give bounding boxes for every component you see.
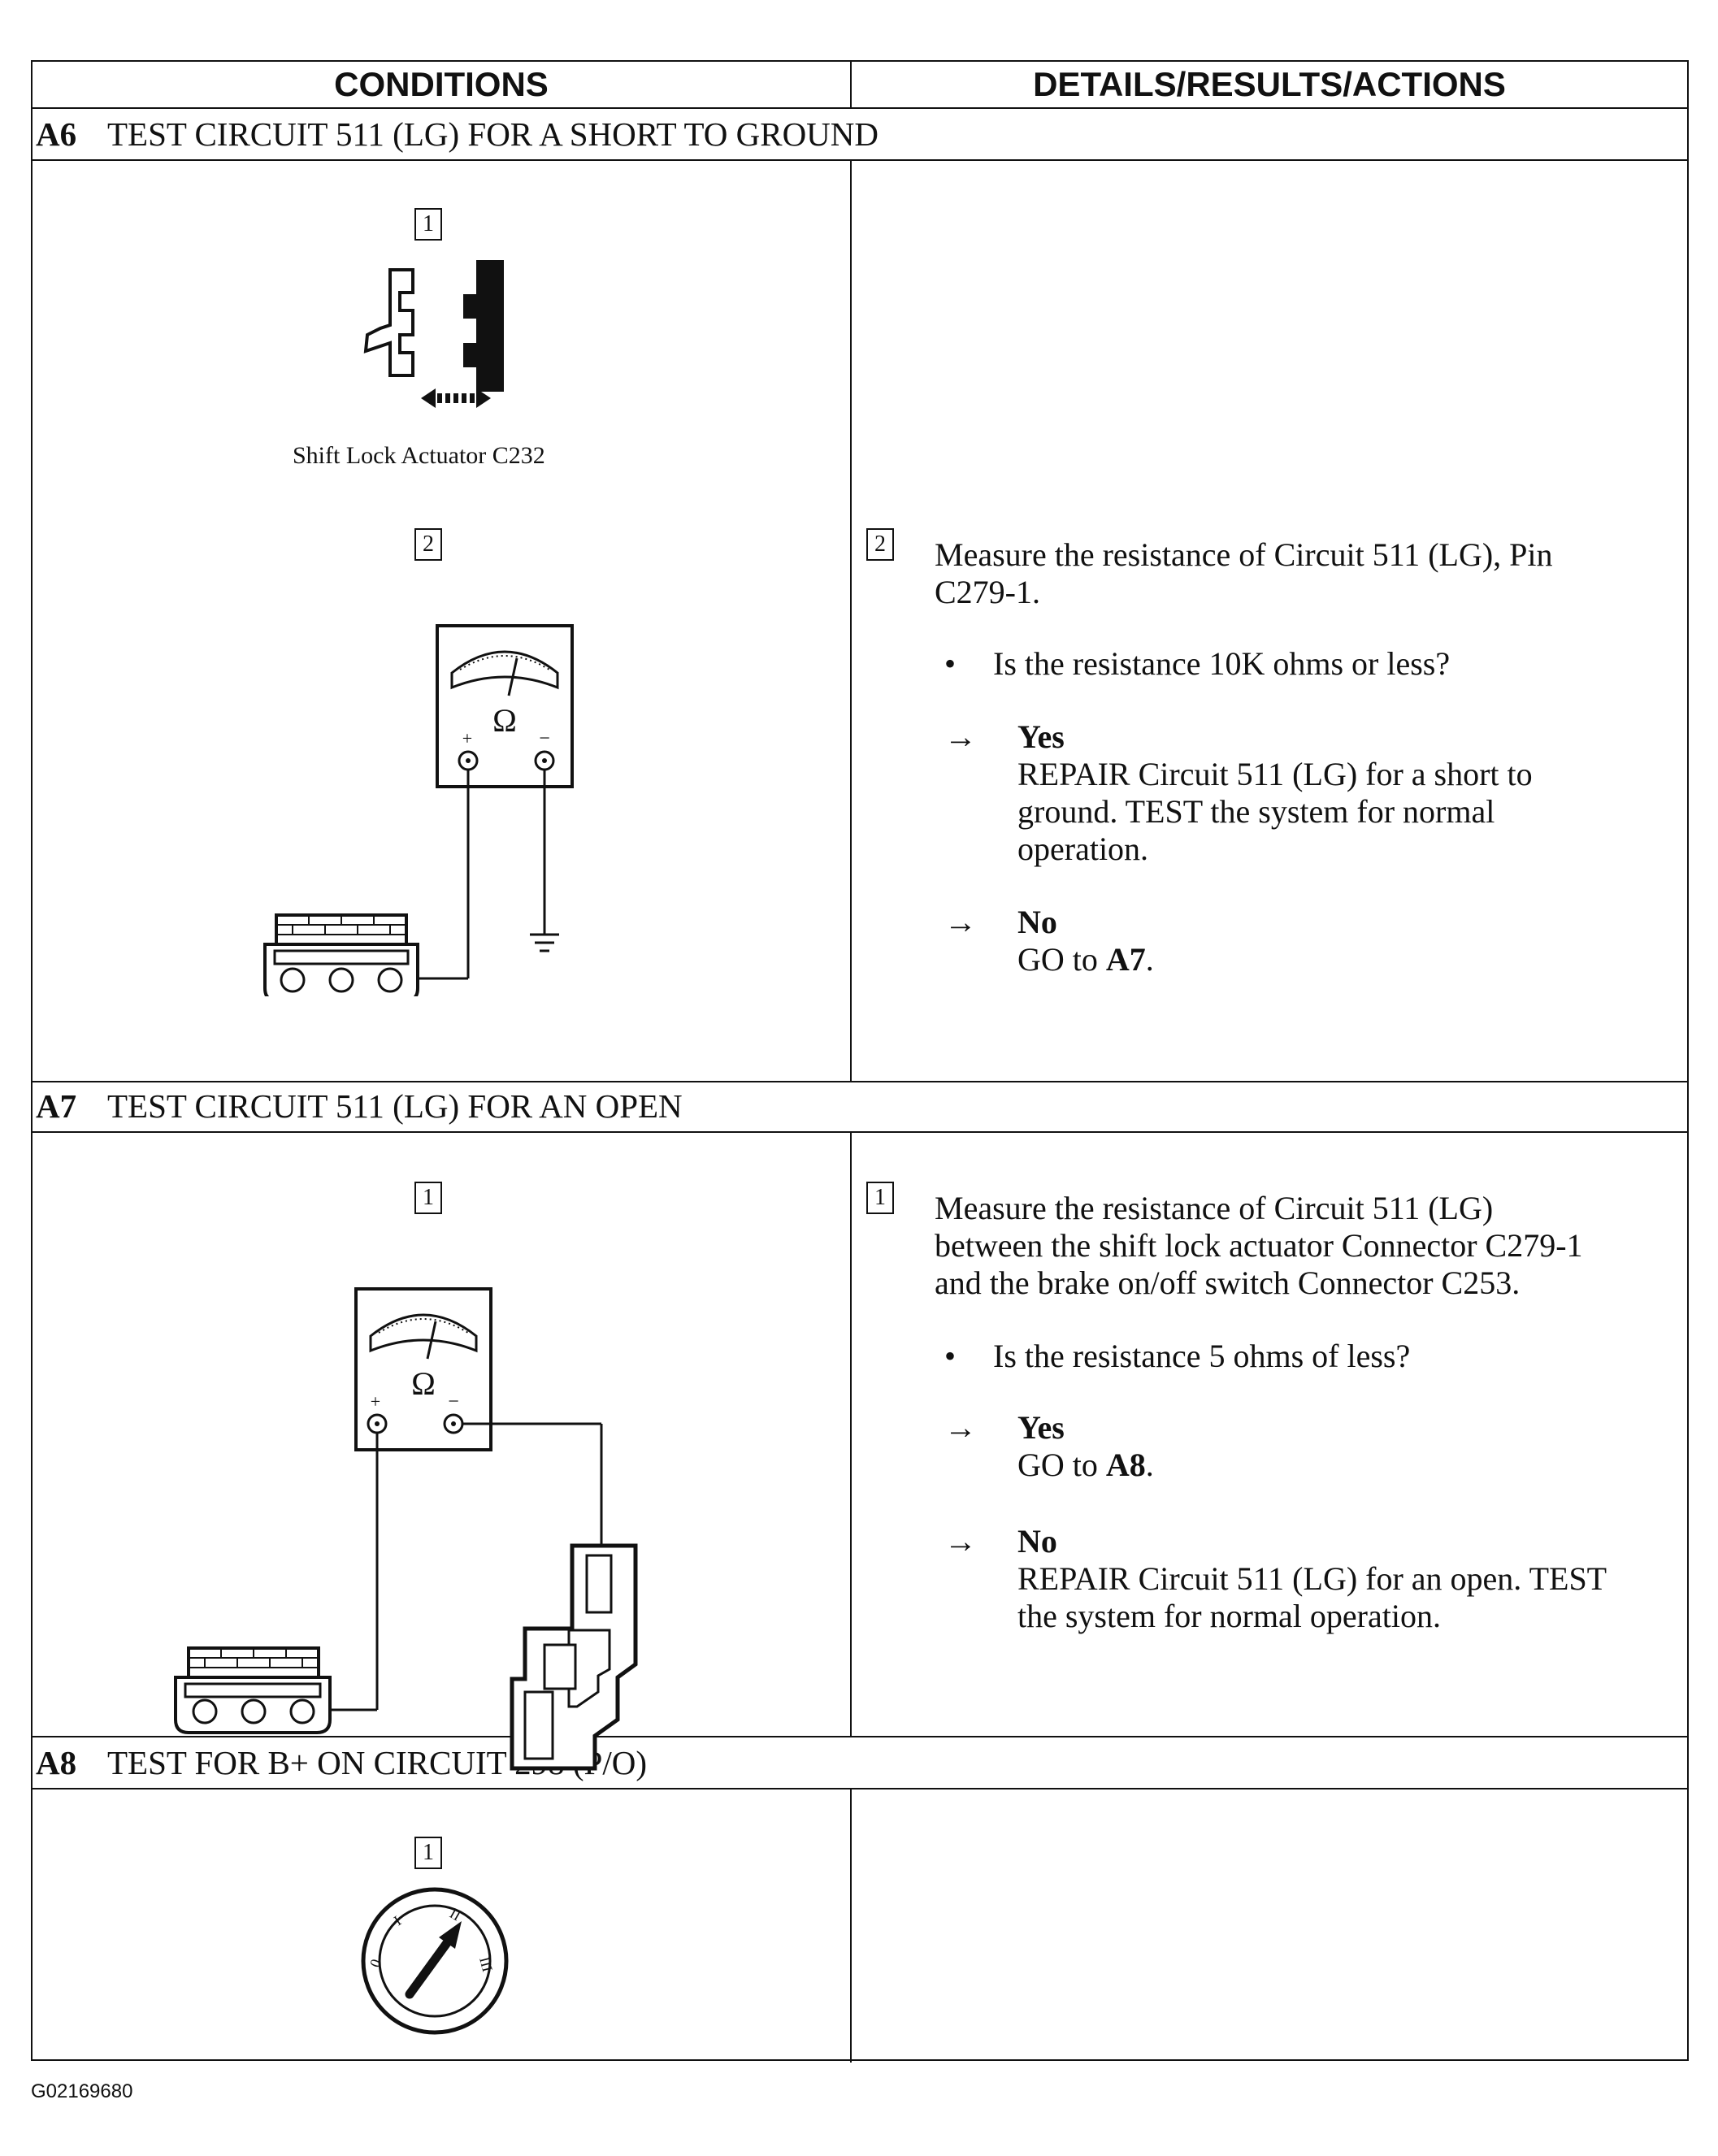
instruction-text: Measure the resistance of Circuit 511 (L… (935, 1190, 1583, 1301)
arrow-icon: → (944, 1409, 977, 1446)
minus-label: − (539, 728, 550, 749)
divider (33, 1788, 1687, 1789)
arrow-icon: → (944, 718, 977, 755)
ignition-switch-icon: 0 I II III (361, 1887, 509, 2035)
brake-switch-connector-icon (510, 1543, 638, 1771)
ohmmeter-icon: Ω + − (436, 624, 574, 788)
plus-label: + (462, 728, 472, 748)
minus-label: − (448, 1391, 459, 1412)
column-header-conditions: CONDITIONS (334, 65, 549, 103)
figure-id: G02169680 (31, 2080, 133, 2102)
ohmmeter-test-diagram: Ω + − (263, 624, 574, 996)
section-title: TEST CIRCUIT 511 (LG) FOR AN OPEN (107, 1087, 683, 1125)
no-result: No GO to A7. (1017, 904, 1154, 978)
question-text: Is the resistance 10K ohms or less? (993, 645, 1451, 682)
section-id: A8 (36, 1744, 77, 1781)
ohm-symbol: Ω (411, 1365, 436, 1402)
arrow-icon: → (944, 1523, 977, 1560)
no-result: No REPAIR Circuit 511 (LG) for an open. … (1017, 1523, 1607, 1634)
goto-link[interactable]: A7 (1105, 941, 1146, 978)
divider (33, 1131, 1687, 1133)
column-divider (850, 159, 852, 1082)
column-divider (850, 1131, 852, 1737)
divider (33, 1736, 1687, 1737)
ground-symbol-icon (530, 933, 559, 952)
plus-label: + (371, 1391, 380, 1412)
step-number: 2 (866, 528, 894, 561)
step-number: 1 (414, 1182, 442, 1214)
connector-icon (174, 1646, 332, 1734)
instruction-text: Measure the resistance of Circuit 511 (L… (935, 536, 1553, 610)
yes-result: Yes GO to A8. (1017, 1409, 1154, 1483)
diagnostic-table: CONDITIONS DETAILS/RESULTS/ACTIONS A6 TE… (31, 60, 1689, 2063)
connector-icon (263, 913, 419, 996)
section-header-a6: A6 TEST CIRCUIT 511 (LG) FOR A SHORT TO … (33, 109, 1687, 159)
ohm-symbol: Ω (492, 702, 517, 739)
divider (33, 107, 1687, 109)
divider (33, 1081, 1687, 1082)
shift-lock-connector-icon (363, 260, 504, 408)
step-number: 1 (866, 1182, 894, 1214)
question-text: Is the resistance 5 ohms of less? (993, 1338, 1411, 1374)
bullet-icon: • (944, 645, 957, 682)
column-divider (850, 1788, 852, 2063)
ohmmeter-open-test-diagram: Ω + − (174, 1287, 638, 1771)
ignition-position-label: III (476, 1955, 496, 1974)
section-header-a7: A7 TEST CIRCUIT 511 (LG) FOR AN OPEN (33, 1081, 1687, 1131)
step-number: 2 (414, 528, 442, 561)
ohmmeter-icon: Ω + − (354, 1287, 492, 1451)
step-number: 1 (414, 208, 442, 241)
yes-result: Yes REPAIR Circuit 511 (LG) for a short … (1017, 718, 1533, 867)
bullet-icon: • (944, 1338, 957, 1374)
section-id: A7 (36, 1087, 77, 1125)
divider (33, 159, 1687, 161)
column-divider (850, 62, 852, 109)
section-title: TEST CIRCUIT 511 (LG) FOR A SHORT TO GRO… (107, 115, 879, 153)
section-id: A6 (36, 115, 77, 153)
arrow-icon: → (944, 904, 977, 940)
column-header-details: DETAILS/RESULTS/ACTIONS (1033, 65, 1506, 103)
figure-caption: Shift Lock Actuator C232 (293, 442, 545, 469)
goto-link[interactable]: A8 (1105, 1447, 1146, 1483)
step-number: 1 (414, 1837, 442, 1869)
